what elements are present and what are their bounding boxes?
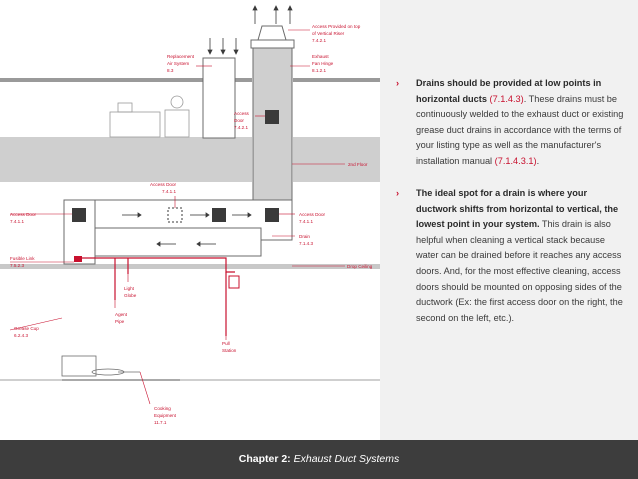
label-access-door-left: Access Door 7.4.1.1 (10, 212, 37, 224)
airflow-arrows (122, 5, 293, 247)
suppression-piping (77, 257, 235, 336)
pull-station-box (228, 275, 240, 289)
section-ref: (7.1.4.3.1) (494, 155, 537, 166)
second-floor-slab (0, 137, 252, 182)
replacement-air-duct (202, 57, 236, 139)
chevron-right-icon: › (396, 188, 400, 198)
bullet-lead: The ideal spot for a drain is where your… (416, 188, 619, 230)
bullet-text: This drain is also helpful when cleaning… (416, 219, 623, 323)
bullet-tail: . (536, 155, 540, 166)
roof-slab-right (293, 78, 380, 82)
access-door-right-marker (265, 208, 279, 222)
access-door-left-marker (72, 208, 86, 222)
footer-title: Chapter 2: Exhaust Duct Systems (0, 453, 638, 465)
label-replacement-air: Replacement Air System 8.3 (167, 54, 195, 73)
chevron-right-icon: › (396, 78, 400, 88)
cooking-equipment-shape (61, 355, 180, 381)
label-pull-station: Pull Station (222, 341, 237, 353)
bullet-lead: Drains should be provided at low points … (416, 78, 602, 104)
leader-lines (9, 29, 345, 405)
label-access-provided-top: Access Provided on top of Vertical Riser… (312, 24, 362, 43)
label-grease-cup: Grease Cup 6.2.4.3 (14, 326, 40, 338)
horizontal-duct-inner (94, 227, 262, 257)
label-drop-ceiling: Drop Ceiling (347, 264, 373, 269)
access-door-vertical-marker (265, 110, 279, 124)
chapter-footer: Chapter 2: Exhaust Duct Systems (0, 440, 638, 479)
roof-slab (0, 78, 252, 82)
chapter-title: Exhaust Duct Systems (293, 453, 400, 465)
chapter-number: Chapter 2: (238, 453, 291, 465)
bullet-body: The ideal spot for a drain is where your… (416, 186, 624, 326)
access-door-top-marker (167, 207, 183, 223)
label-agent-pipe: Agent Pipe (115, 312, 128, 324)
exhaust-fan-hood (257, 25, 287, 41)
drop-ceiling (0, 264, 380, 269)
label-light-globe: Light Globe (124, 286, 137, 298)
label-fusible-link: Fusible Link 7.5.2.3 (10, 256, 36, 268)
bullet-drains-low-points: › Drains should be provided at low point… (396, 76, 624, 170)
label-access-door-right: Access Door 7.4.1.1 (299, 212, 326, 224)
second-floor-slab-right (293, 137, 380, 182)
label-drain: Drain 7.1.4.3 (299, 234, 313, 246)
label-access-door-vertical: Access Door 7.4.2.1 (234, 111, 250, 130)
fusible-link-marker (74, 256, 82, 262)
text-panel: › Drains should be provided at low point… (380, 0, 638, 450)
label-cooking-equipment: Cooking Equipment 11.7.1 (154, 406, 177, 425)
label-access-door-top: Access Door 7.4.1.1 (150, 182, 177, 194)
label-second-floor: 2nd Floor (348, 162, 368, 167)
exhaust-system-diagram: Access Provided on top of Vertical Riser… (0, 5, 380, 425)
section-ref: (7.1.4.3) (489, 93, 524, 104)
access-door-mid-marker (212, 208, 226, 222)
exhaust-fan (250, 39, 295, 49)
bullet-body: Drains should be provided at low points … (416, 76, 624, 170)
bullet-text: . These drains must be continuously weld… (416, 93, 624, 166)
bullet-ideal-drain-spot: › The ideal spot for a drain is where yo… (396, 186, 624, 326)
second-floor-furniture (109, 95, 190, 138)
label-exhaust-fan-hinge: Exhaust Fan Hinge 8.1.2.1 (312, 54, 334, 73)
